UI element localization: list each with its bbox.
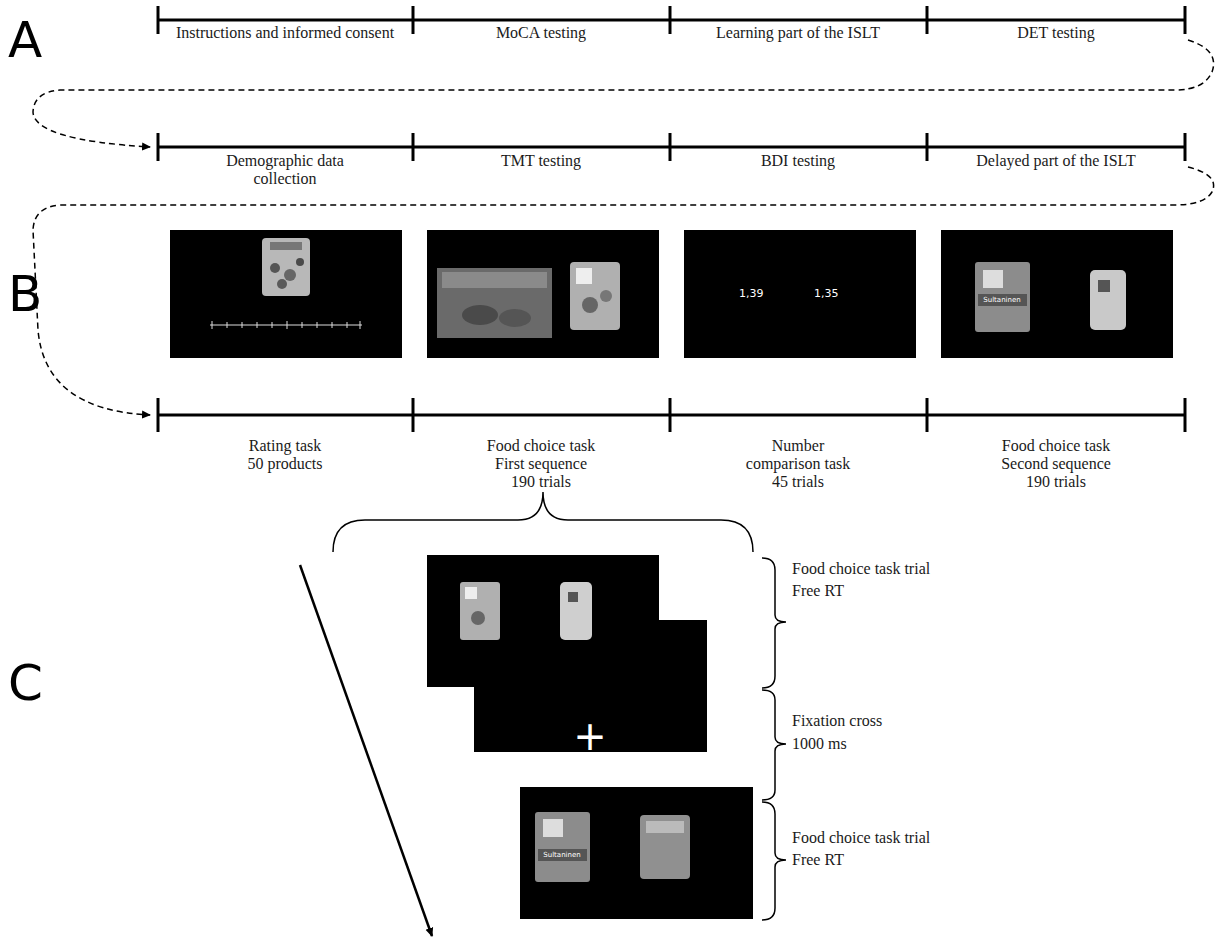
panel-letter: A bbox=[8, 12, 42, 68]
product-pictures bbox=[210, 238, 1126, 882]
time-arrow bbox=[300, 565, 432, 936]
trial-label: Fixation cross bbox=[792, 712, 882, 730]
step-label: BDI testing bbox=[678, 152, 918, 170]
task-label: 190 trials bbox=[421, 473, 661, 491]
step-label: Learning part of the ISLT bbox=[678, 24, 918, 42]
step-label: Demographic data collection bbox=[200, 152, 370, 188]
task-label: 50 products bbox=[165, 455, 405, 473]
task-label: Rating task bbox=[165, 437, 405, 455]
step-label: TMT testing bbox=[421, 152, 661, 170]
task-label: 190 trials bbox=[936, 473, 1176, 491]
task-label: 45 trials bbox=[678, 473, 918, 491]
trial-label: Free RT bbox=[792, 851, 844, 869]
trial-label: 1000 ms bbox=[792, 735, 847, 753]
screens bbox=[170, 230, 1173, 919]
step-label: MoCA testing bbox=[421, 24, 661, 42]
fixation-cross: + bbox=[573, 714, 607, 758]
step-label: Instructions and informed consent bbox=[175, 24, 395, 42]
braces bbox=[333, 492, 786, 920]
package-text: Sultaninen bbox=[543, 851, 580, 859]
task-label: Second sequence bbox=[936, 455, 1176, 473]
screen-box: 1,39 1,35 bbox=[684, 230, 916, 358]
screen-number: 1,39 bbox=[739, 287, 764, 300]
trial-label: Food choice task trial bbox=[792, 829, 930, 847]
task-label: First sequence bbox=[421, 455, 661, 473]
step-label: DET testing bbox=[936, 24, 1176, 42]
task-label: Food choice task bbox=[421, 437, 661, 455]
screen-number: 1,35 bbox=[814, 287, 839, 300]
panel-letter: C bbox=[8, 655, 43, 711]
trial-label: Free RT bbox=[792, 582, 844, 600]
package-text: Sultaninen bbox=[983, 296, 1020, 304]
task-label: comparison task bbox=[678, 455, 918, 473]
timelines bbox=[158, 6, 1185, 432]
task-label: Food choice task bbox=[936, 437, 1176, 455]
task-label: Number bbox=[678, 437, 918, 455]
step-label: Delayed part of the ISLT bbox=[936, 152, 1176, 170]
trial-label: Food choice task trial bbox=[792, 560, 930, 578]
panel-letter: B bbox=[8, 266, 42, 322]
dashed-continuations bbox=[33, 40, 1214, 415]
